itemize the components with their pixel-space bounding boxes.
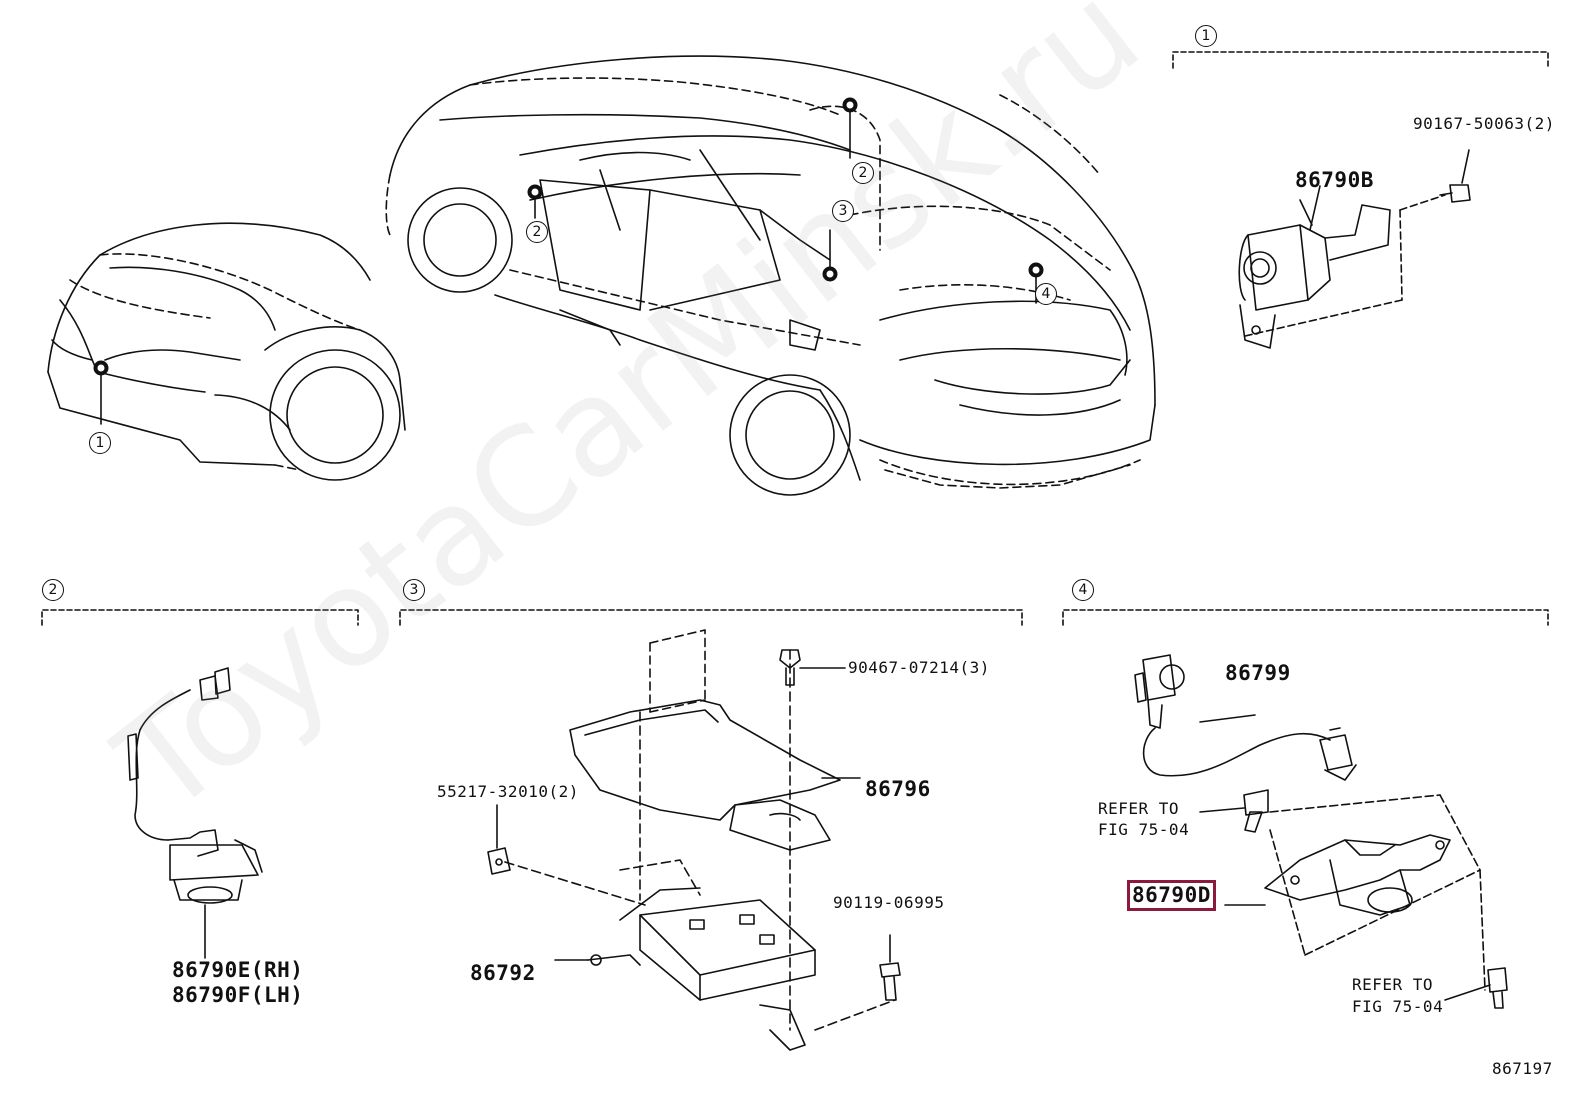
- car-callout-3: 3: [832, 200, 854, 222]
- car-callout-1: 1: [89, 432, 111, 454]
- fasteners-section3: [487, 649, 901, 1001]
- part-86796-drawing: [569, 629, 861, 851]
- section-marker-1: 1: [1195, 25, 1217, 47]
- car-callout-2-left: 2: [526, 221, 548, 243]
- callout-dots: [93, 97, 1044, 376]
- part-label-86790E[interactable]: 86790E(RH): [172, 958, 304, 982]
- car-callout-4: 4: [1035, 283, 1057, 305]
- part-label-86790B[interactable]: 86790B: [1295, 168, 1374, 192]
- refer-label-2a[interactable]: REFER TO: [1352, 975, 1434, 994]
- part-86790D-drawing: [1199, 714, 1508, 1009]
- front-car-illustration: [47, 222, 406, 481]
- part-86790B-drawing: [1238, 149, 1471, 349]
- part-label-55217-32010[interactable]: 55217-32010(2): [437, 782, 579, 801]
- refer-label-1a[interactable]: REFER TO: [1098, 799, 1180, 818]
- part-label-86796[interactable]: 86796: [865, 777, 931, 801]
- section-marker-2: 2: [42, 579, 64, 601]
- section-brackets: [41, 51, 1549, 626]
- part-86792-drawing: [504, 649, 896, 1051]
- part-label-86790D-highlighted[interactable]: 86790D: [1127, 880, 1216, 911]
- part-label-90119-06995[interactable]: 90119-06995: [833, 893, 945, 912]
- section-marker-3: 3: [403, 579, 425, 601]
- figure-code: 867197: [1492, 1059, 1553, 1078]
- rear-car-illustration: [385, 55, 1156, 496]
- part-86790E-drawing: [127, 667, 263, 959]
- refer-label-1b[interactable]: FIG 75-04: [1098, 820, 1190, 839]
- part-86799-drawing: [1134, 654, 1357, 781]
- part-label-86790F[interactable]: 86790F(LH): [172, 983, 304, 1007]
- part-label-90167-50063[interactable]: 90167-50063(2): [1413, 114, 1555, 133]
- car-callout-2-right: 2: [852, 162, 874, 184]
- callout-leaders: [100, 109, 1037, 425]
- part-label-86799[interactable]: 86799: [1225, 661, 1291, 685]
- section-marker-4: 4: [1072, 579, 1094, 601]
- refer-label-2b[interactable]: FIG 75-04: [1352, 997, 1444, 1016]
- part-label-90467-07214[interactable]: 90467-07214(3): [848, 658, 990, 677]
- part-label-86792[interactable]: 86792: [470, 961, 536, 985]
